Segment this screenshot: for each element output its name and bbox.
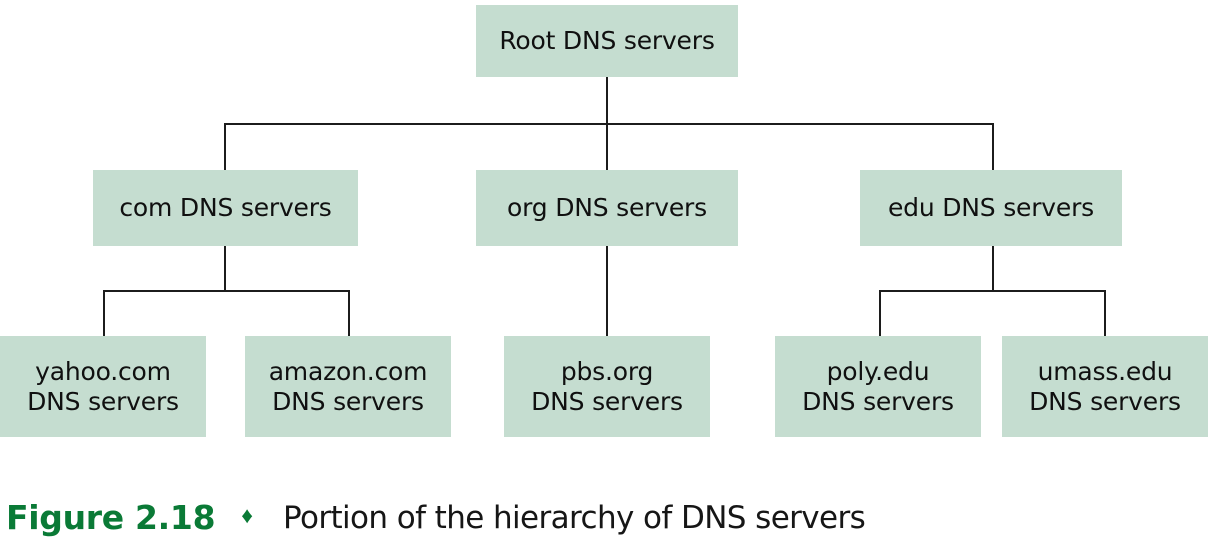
node-poly-edu-dns-servers: poly.edu DNS servers (775, 336, 981, 437)
node-org-dns-servers-label: org DNS servers (507, 193, 707, 223)
node-edu-dns-servers: edu DNS servers (860, 170, 1122, 246)
node-com-dns-servers: com DNS servers (93, 170, 358, 246)
node-com-dns-servers-label: com DNS servers (119, 193, 332, 223)
connector-com-bus (103, 290, 350, 292)
node-pbs-org-dns-servers-label: pbs.org DNS servers (531, 357, 683, 416)
connector-tld-bus (224, 123, 994, 125)
node-org-dns-servers: org DNS servers (476, 170, 738, 246)
node-yahoo-com-dns-servers: yahoo.com DNS servers (0, 336, 206, 437)
node-root-dns-servers: Root DNS servers (476, 5, 738, 77)
connector-drop-edu (992, 123, 994, 171)
connector-com-stem (224, 246, 226, 292)
node-amazon-com-dns-servers: amazon.com DNS servers (245, 336, 451, 437)
node-poly-edu-dns-servers-label: poly.edu DNS servers (802, 357, 954, 416)
node-yahoo-com-dns-servers-label: yahoo.com DNS servers (27, 357, 179, 416)
node-edu-dns-servers-label: edu DNS servers (888, 193, 1094, 223)
connector-drop-umass (1104, 290, 1106, 336)
connector-drop-yahoo (103, 290, 105, 336)
connector-org-to-pbs (606, 246, 608, 336)
connector-drop-org (606, 123, 608, 171)
node-pbs-org-dns-servers: pbs.org DNS servers (504, 336, 710, 437)
node-umass-edu-dns-servers-label: umass.edu DNS servers (1029, 357, 1181, 416)
figure-number: Figure 2.18 (6, 498, 216, 537)
figure-caption: Figure 2.18 ♦ Portion of the hierarchy o… (0, 489, 1208, 546)
node-umass-edu-dns-servers: umass.edu DNS servers (1002, 336, 1208, 437)
connector-edu-stem (992, 246, 994, 292)
figure-caption-text: Portion of the hierarchy of DNS servers (282, 499, 866, 536)
connector-drop-amazon (348, 290, 350, 336)
node-amazon-com-dns-servers-label: amazon.com DNS servers (268, 357, 428, 416)
connector-drop-poly (879, 290, 881, 336)
node-root-dns-servers-label: Root DNS servers (499, 26, 715, 56)
diamond-icon: ♦ (241, 502, 253, 528)
connector-root-stem (606, 77, 608, 125)
connector-drop-com (224, 123, 226, 171)
connector-edu-bus (879, 290, 1106, 292)
